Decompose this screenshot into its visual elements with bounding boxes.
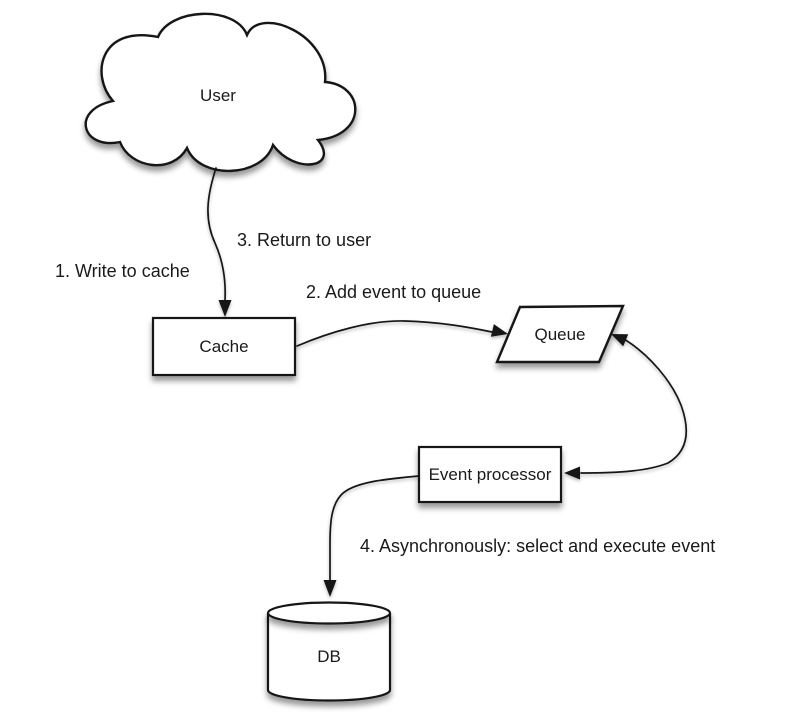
arrowhead-into-cache	[218, 300, 232, 317]
edge-user-to-cache	[207, 167, 232, 317]
db-cylinder-body	[266, 613, 392, 702]
annotation-step-1: 1. Write to cache	[55, 261, 190, 281]
event-processor-label: Event processor	[429, 465, 552, 484]
annotation-step-4: 4. Asynchronously: select and execute ev…	[360, 536, 715, 556]
cache-box-shape	[151, 316, 297, 377]
user-label: User	[200, 86, 236, 105]
event-processor-box-shape	[417, 445, 563, 504]
edge-cache-to-queue	[296, 320, 508, 347]
queue-parallelogram-shape	[495, 304, 625, 364]
user-cloud-shape	[84, 12, 357, 173]
db-cylinder-top	[266, 601, 392, 625]
arrowhead-into-queue-left	[490, 324, 508, 337]
edge-queue-event-processor	[564, 334, 687, 480]
arrowhead-into-event-processor	[564, 466, 580, 480]
db-label: DB	[317, 647, 341, 666]
edge-event-processor-to-db	[323, 475, 420, 597]
edge-cache-to-queue-line	[296, 320, 493, 347]
edge-user-to-cache-line	[207, 167, 227, 301]
arrowhead-into-db	[323, 580, 337, 597]
edge-queue-event-processor-line	[580, 338, 687, 474]
db-cylinder-shape	[266, 601, 392, 702]
cache-label: Cache	[199, 337, 248, 356]
arrowhead-into-queue-right	[611, 334, 629, 347]
annotation-step-3: 3. Return to user	[237, 230, 371, 250]
annotation-step-2: 2. Add event to queue	[306, 282, 481, 302]
edge-event-processor-to-db-line	[329, 475, 420, 581]
queue-label: Queue	[534, 325, 585, 344]
